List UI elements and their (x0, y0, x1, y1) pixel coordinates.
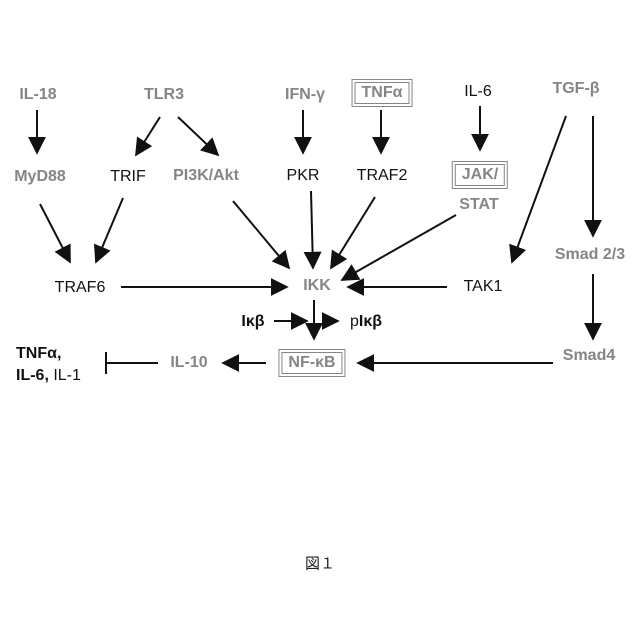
arrow-stat-ikk (342, 215, 456, 280)
node-pi3k-akt: PI3K/Akt (173, 167, 239, 185)
node-tlr3: TLR3 (144, 86, 184, 104)
node-smad23: Smad 2/3 (555, 246, 625, 264)
pikb-label: Iκβ (359, 313, 382, 330)
node-il18: IL-18 (19, 86, 56, 104)
node-nfkb-boxed: NF-κB (278, 349, 345, 377)
arrow-traf2-ikk (331, 197, 375, 268)
output-cytokines: TNFα, IL-6, IL-1 (16, 343, 81, 387)
node-tak1: TAK1 (464, 278, 503, 296)
figure-caption: 図１ (305, 553, 335, 574)
node-ifng: IFN-γ (285, 86, 325, 104)
arrow-pkr-ikk (311, 191, 313, 268)
node-trif: TRIF (110, 168, 146, 186)
node-traf6: TRAF6 (55, 279, 106, 297)
output-tnfa: TNFα, (16, 345, 61, 362)
arrow-tgfb-tak1 (512, 116, 566, 262)
arrow-tlr3-trif (136, 117, 160, 155)
node-tgfb: TGF-β (552, 80, 599, 98)
output-line-1: TNFα, (16, 343, 81, 365)
output-il6: IL-6, (16, 367, 49, 384)
node-ikb: Iκβ (241, 313, 264, 331)
node-ikk: IKK (303, 277, 331, 295)
output-il1: IL-1 (49, 367, 81, 384)
arrow-trif-traf6 (96, 198, 123, 262)
node-stat: STAT (459, 196, 498, 214)
node-traf2: TRAF2 (357, 167, 408, 185)
node-pkr: PKR (287, 167, 320, 185)
arrow-tlr3-pi3k (178, 117, 218, 155)
node-il10: IL-10 (170, 354, 207, 372)
output-line-2: IL-6, IL-1 (16, 365, 81, 387)
node-myd88: MyD88 (14, 168, 66, 186)
node-pikb: pIκβ (350, 313, 382, 331)
node-smad4: Smad4 (563, 347, 615, 365)
phospho-prefix: p (350, 313, 359, 330)
node-tnfa-boxed: TNFα (352, 79, 413, 107)
node-il6: IL-6 (464, 83, 492, 101)
arrow-pi3k-ikk (233, 201, 289, 268)
arrow-myd88-traf6 (40, 204, 70, 262)
node-jak-boxed: JAK/ (452, 161, 508, 189)
